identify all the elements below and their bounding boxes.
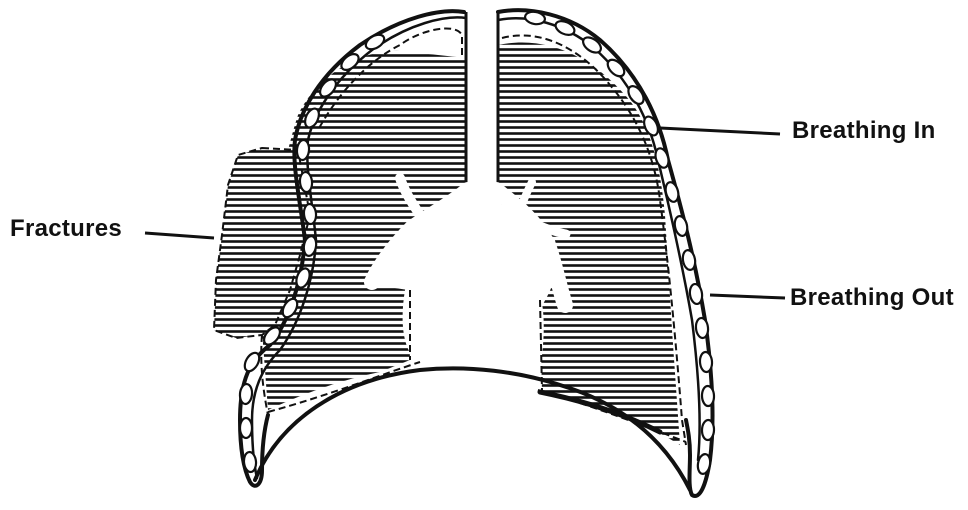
heart bbox=[403, 205, 544, 372]
right-lung bbox=[495, 42, 680, 445]
breathing-in-label: Breathing In bbox=[792, 117, 936, 145]
fractures-leader-line bbox=[145, 233, 214, 238]
fractures-label: Fractures bbox=[10, 215, 122, 243]
breathing-out-leader-line bbox=[710, 295, 785, 298]
breathing-in-leader-line bbox=[660, 128, 780, 134]
breathing-out-label: Breathing Out bbox=[790, 284, 954, 312]
trachea bbox=[466, 12, 498, 212]
